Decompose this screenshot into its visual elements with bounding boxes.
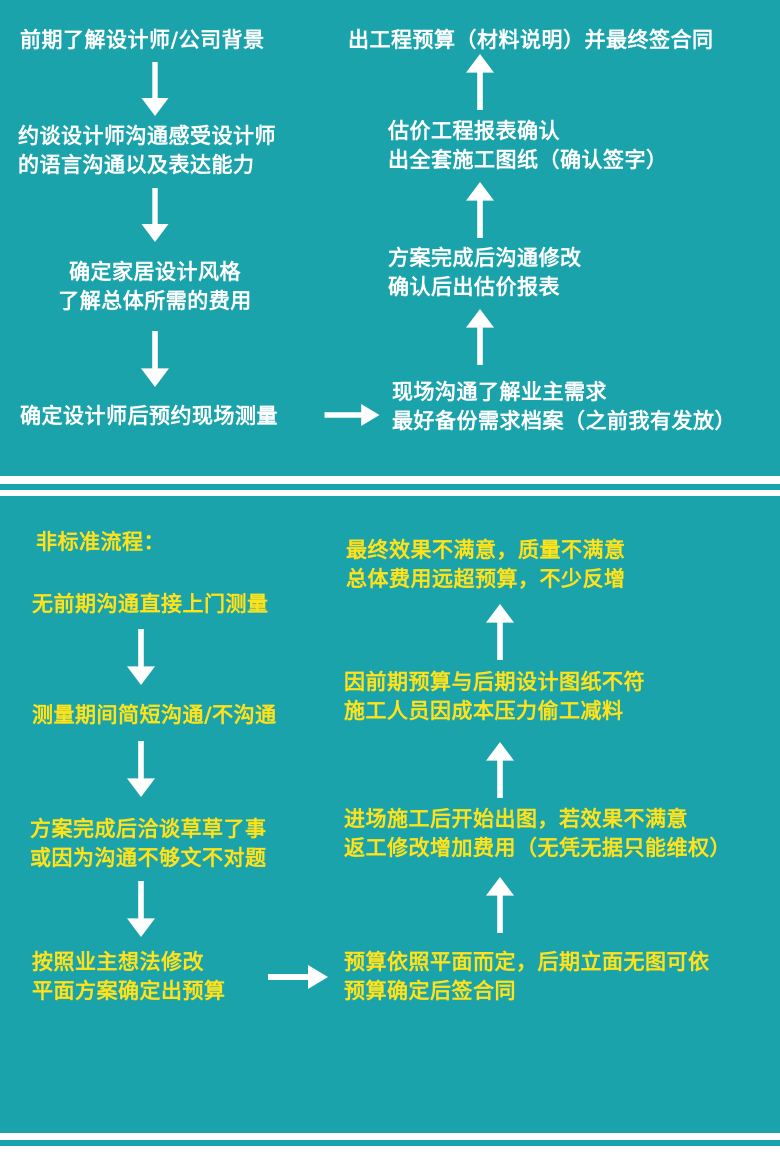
nonstandard-step-7: 因前期预算与后期设计图纸不符 施工人员因成本压力偷工减料 <box>344 670 645 723</box>
divider-band <box>0 490 780 496</box>
arrow-up-icon <box>466 54 494 110</box>
nonstandard-step-5: 预算依照平面而定，后期立面无图可依 预算确定后签合同 <box>344 950 710 1003</box>
standard-step-3: 确定家居设计风格 了解总体所需的费用 <box>58 260 252 313</box>
arrow-down-icon <box>141 62 169 116</box>
standard-step-1: 前期了解设计师/公司背景 <box>20 28 265 52</box>
divider-band <box>0 1146 780 1159</box>
arrow-up-icon <box>466 308 494 366</box>
arrow-down-icon <box>127 879 155 939</box>
standard-step-6: 方案完成后沟通修改 确认后出估价报表 <box>388 246 582 299</box>
standard-process-panel: 前期了解设计师/公司背景 约谈设计师沟通感受设计师 的语言沟通以及表达能力 确定… <box>0 0 780 470</box>
arrow-right-icon <box>324 404 380 426</box>
standard-step-2: 约谈设计师沟通感受设计师 的语言沟通以及表达能力 <box>18 124 276 177</box>
arrow-up-icon <box>486 602 514 662</box>
arrow-up-icon <box>466 182 494 238</box>
arrow-up-icon <box>486 874 514 936</box>
standard-step-8: 出工程预算（材料说明）并最终签合同 <box>348 28 714 52</box>
arrow-down-icon <box>127 628 155 686</box>
standard-step-7: 估价工程报表确认 出全套施工图纸（确认签字） <box>388 119 668 172</box>
standard-step-4: 确定设计师后预约现场测量 <box>20 404 278 428</box>
standard-step-5: 现场沟通了解业主需求 最好备份需求档案（之前我有发放） <box>392 380 736 433</box>
divider-band <box>0 476 780 484</box>
nonstandard-step-3: 方案完成后洽谈草草了事 或因为沟通不够文不对题 <box>30 817 267 870</box>
nonstandard-process-panel: 非标准流程： 无前期沟通直接上门测量 测量期间简短沟通/不沟通 方案完成后洽谈草… <box>0 498 780 1138</box>
arrow-right-icon <box>268 965 328 989</box>
nonstandard-step-4: 按照业主想法修改 平面方案确定出预算 <box>32 950 226 1003</box>
arrow-down-icon <box>141 188 169 242</box>
nonstandard-step-2: 测量期间简短沟通/不沟通 <box>32 703 277 727</box>
nonstandard-step-6: 进场施工后开始出图，若效果不满意 返工修改增加费用（无凭无据只能维权） <box>344 807 731 860</box>
nonstandard-step-1: 无前期沟通直接上门测量 <box>32 592 269 616</box>
arrow-down-icon <box>127 738 155 800</box>
arrow-down-icon <box>141 330 169 388</box>
nonstandard-step-8: 最终效果不满意，质量不满意 总体费用远超预算，不少反增 <box>346 538 626 591</box>
arrow-up-icon <box>486 739 514 801</box>
divider-band <box>0 1133 780 1140</box>
nonstandard-heading: 非标准流程： <box>36 530 165 554</box>
